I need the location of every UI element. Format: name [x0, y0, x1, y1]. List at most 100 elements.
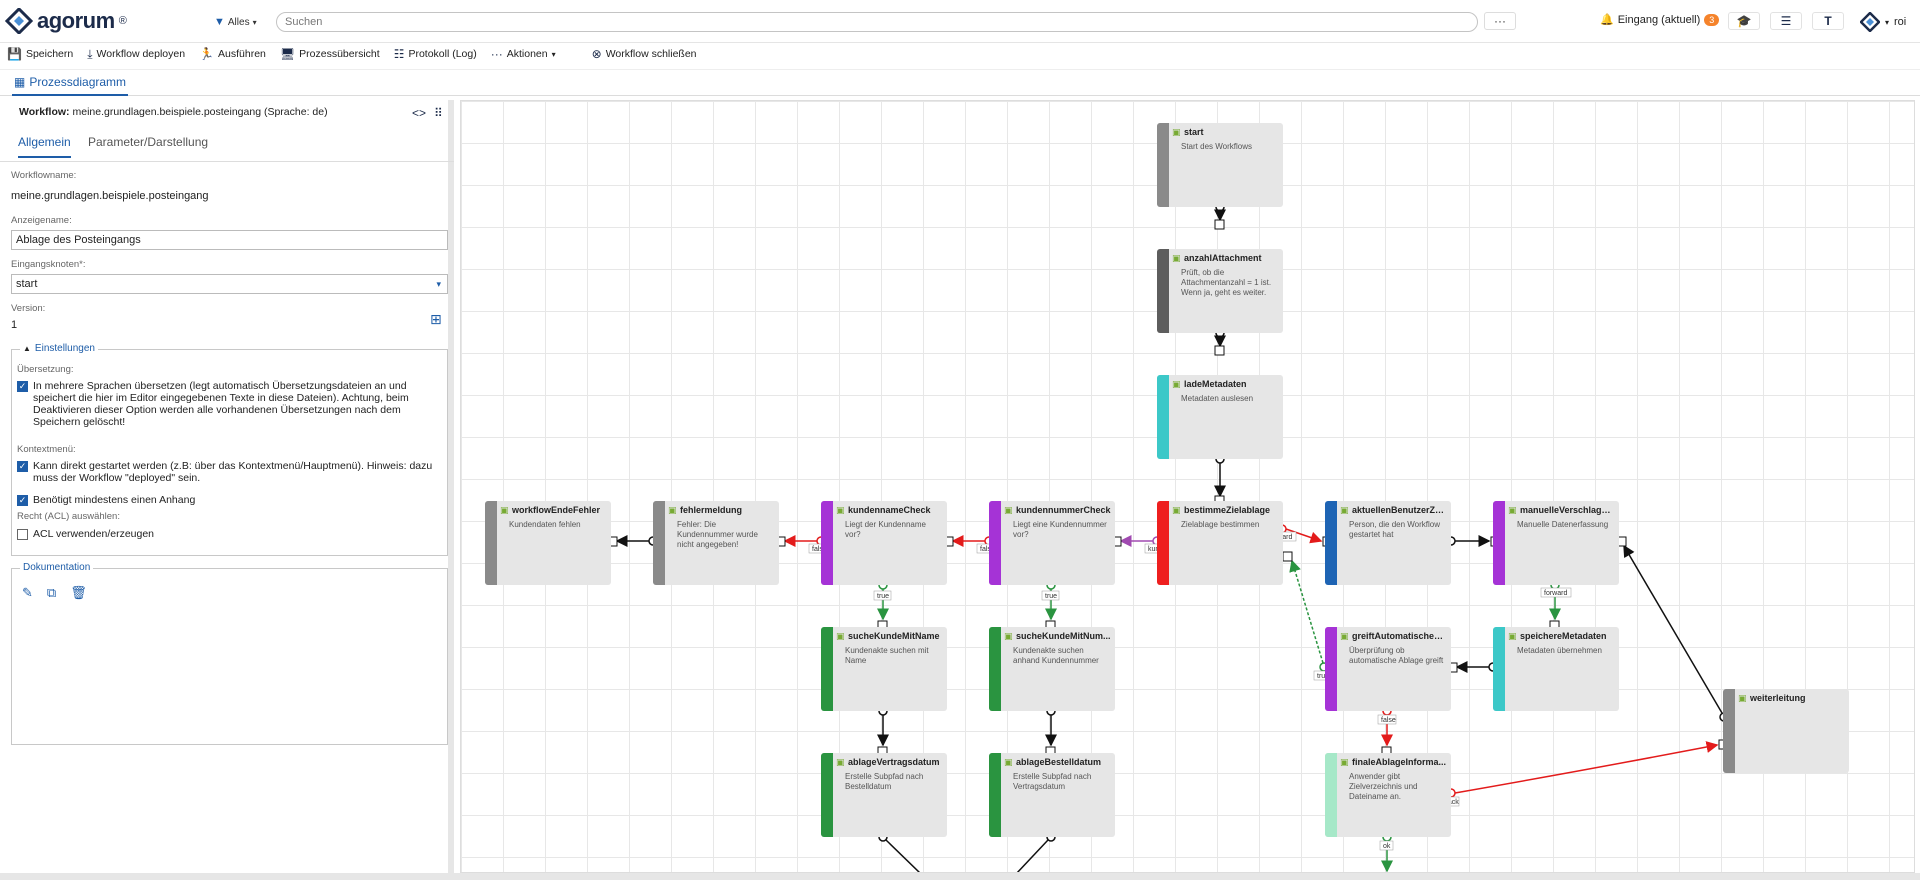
node-title: sucheKundeMitName — [848, 631, 940, 641]
diagram-icon: ▦ — [14, 75, 26, 89]
node-title: bestimmeZielablage — [1184, 505, 1271, 515]
tab-parameter-darstellung[interactable]: Parameter/Darstellung — [88, 135, 209, 149]
process-diagram-canvas[interactable]: false false kunde forward true true true… — [460, 100, 1915, 873]
node-manuelleVerschlag[interactable]: ▣manuelleVerschlagw...Manuelle Datenerfa… — [1493, 501, 1619, 585]
actions-dropdown[interactable]: ···Aktionen▾ — [484, 43, 563, 65]
node-description: Liegt eine Kundennummer vor? — [1013, 520, 1107, 539]
close-label: Workflow schließen — [605, 48, 697, 60]
edge-finale-weiterleitung — [1446, 739, 1729, 798]
node-title: anzahlAttachment — [1184, 253, 1262, 263]
kontextmenue-checkbox[interactable]: ✓ — [17, 461, 28, 472]
edge-label-false-1: false — [812, 546, 827, 553]
pencil-icon[interactable]: ✎ — [22, 585, 33, 600]
kontextmenue-checkbox-row[interactable]: ✓Kann direkt gestartet werden (z.B: über… — [17, 460, 437, 484]
node-type-icon: ▣ — [1738, 693, 1747, 703]
node-greiftAutomatische[interactable]: ▣greiftAutomatischeA...Überprüfung ob au… — [1325, 627, 1451, 711]
uebersetzung-text: In mehrere Sprachen übersetzen (legt aut… — [33, 380, 409, 428]
search-input[interactable]: Suchen — [276, 12, 1478, 32]
node-description: Erstelle Subpfad nach Vertragsdatum — [1013, 772, 1092, 791]
uebersetzung-checkbox-row[interactable]: ✓ In mehrere Sprachen übersetzen (legt au… — [17, 380, 437, 428]
panel-title-value: meine.grundlagen.beispiele.posteingang (… — [72, 106, 328, 118]
node-title: finaleAblageInforma... — [1352, 757, 1447, 767]
acl-label: Recht (ACL) auswählen: — [17, 511, 120, 522]
node-type-bar — [653, 501, 665, 585]
acl-checkbox[interactable] — [17, 529, 28, 540]
grid-icon[interactable]: ⠿ — [434, 106, 443, 120]
search-scope-dropdown[interactable]: ▼ Alles ▾ — [214, 14, 257, 30]
workflow-properties-panel: Workflow: meine.grundlagen.beispiele.pos… — [0, 100, 454, 873]
user-menu[interactable]: ▾ roi — [1860, 12, 1906, 32]
doc-icons: ✎ ⧉ 🗑 — [22, 585, 87, 601]
run-button[interactable]: 🏃Ausführen — [192, 43, 273, 65]
acl-checkbox-row[interactable]: ACL verwenden/erzeugen — [17, 528, 437, 540]
deploy-button[interactable]: ⤓Workflow deployen — [80, 43, 192, 65]
anhang-checkbox[interactable]: ✓ — [17, 495, 28, 506]
node-type-icon: ▣ — [836, 631, 845, 641]
node-title: greiftAutomatischeA... — [1352, 631, 1447, 641]
main-menu-button[interactable]: ☰ — [1770, 12, 1802, 30]
close-workflow-button[interactable]: ⊗Workflow schließen — [585, 43, 704, 65]
node-title: fehlermeldung — [680, 505, 743, 515]
text-menu-button[interactable]: T — [1812, 12, 1844, 30]
node-sucheKundeMitNum[interactable]: ▣sucheKundeMitNum...Kundenakte suchen an… — [989, 627, 1115, 711]
node-description: Start des Workflows — [1181, 142, 1252, 151]
edge-finale-ok-out — [1381, 832, 1393, 872]
edge-fehlermeldung-ende — [607, 535, 658, 547]
node-type-icon: ▣ — [1172, 253, 1181, 263]
node-type-bar — [989, 501, 1001, 585]
search-options-button[interactable]: ··· — [1484, 12, 1516, 30]
node-title: start — [1184, 127, 1204, 137]
node-aktuellenBenutzer[interactable]: ▣aktuellenBenutzerZu...Person, die den W… — [1325, 501, 1451, 585]
add-version-icon[interactable]: ⊞ — [430, 311, 442, 327]
tab-allgemein[interactable]: Allgemein — [18, 135, 71, 158]
node-description: Kundendaten fehlen — [509, 520, 581, 529]
eingangsknoten-value: start — [16, 278, 38, 290]
edge-label-back: back — [1444, 799, 1459, 806]
collapse-triangle-icon: ▲ — [23, 344, 31, 353]
einstellungen-legend[interactable]: ▲Einstellungen — [20, 343, 98, 354]
more-icon: ··· — [1494, 14, 1506, 28]
anhang-checkbox-row[interactable]: ✓Benötigt mindestens einen Anhang — [17, 494, 437, 506]
user-name: roi — [1894, 16, 1907, 28]
node-finaleAblage[interactable]: ▣finaleAblageInforma...Anwender gibt Zie… — [1325, 753, 1451, 837]
uebersetzung-checkbox[interactable]: ✓ — [17, 381, 28, 392]
download-icon: ⤓ — [87, 46, 93, 61]
app-logo[interactable]: agorum® — [5, 8, 127, 34]
user-logo-icon — [1860, 12, 1880, 32]
node-title: ladeMetadaten — [1184, 379, 1247, 389]
anzeigename-input[interactable]: Ablage des Posteingangs — [11, 230, 448, 250]
close-circle-icon: ⊗ — [591, 47, 602, 61]
inbox-button[interactable]: 🔔 Eingang (aktuell) 3 — [1600, 13, 1720, 26]
node-type-bar — [1723, 689, 1735, 773]
save-button[interactable]: 💾Speichern — [0, 43, 80, 65]
node-weiterleitung[interactable]: ▣weiterleitung — [1723, 689, 1849, 773]
edge-kundenname-suche — [877, 580, 889, 631]
eingangsknoten-select[interactable]: start▾ — [11, 274, 448, 294]
tab-prozessdiagramm[interactable]: ▦ Prozessdiagramm — [12, 70, 129, 96]
trash-icon[interactable]: 🗑 — [70, 585, 87, 600]
search-placeholder: Suchen — [285, 16, 323, 28]
code-icon[interactable]: <> — [412, 106, 427, 120]
node-description: Metadaten übernehmen — [1517, 646, 1602, 655]
external-link-icon[interactable]: ⧉ — [46, 585, 57, 600]
log-button[interactable]: ☷Protokoll (Log) — [387, 43, 484, 65]
education-menu-button[interactable]: 🎓 — [1728, 12, 1760, 30]
process-overview-button[interactable]: 🖥Prozessübersicht — [273, 43, 387, 65]
app-logo-text: agorum — [37, 8, 115, 33]
node-description: Metadaten auslesen — [1181, 394, 1254, 403]
panel-title-prefix: Workflow: — [19, 106, 70, 118]
node-type-bar — [821, 501, 833, 585]
node-type-bar — [1157, 123, 1169, 207]
